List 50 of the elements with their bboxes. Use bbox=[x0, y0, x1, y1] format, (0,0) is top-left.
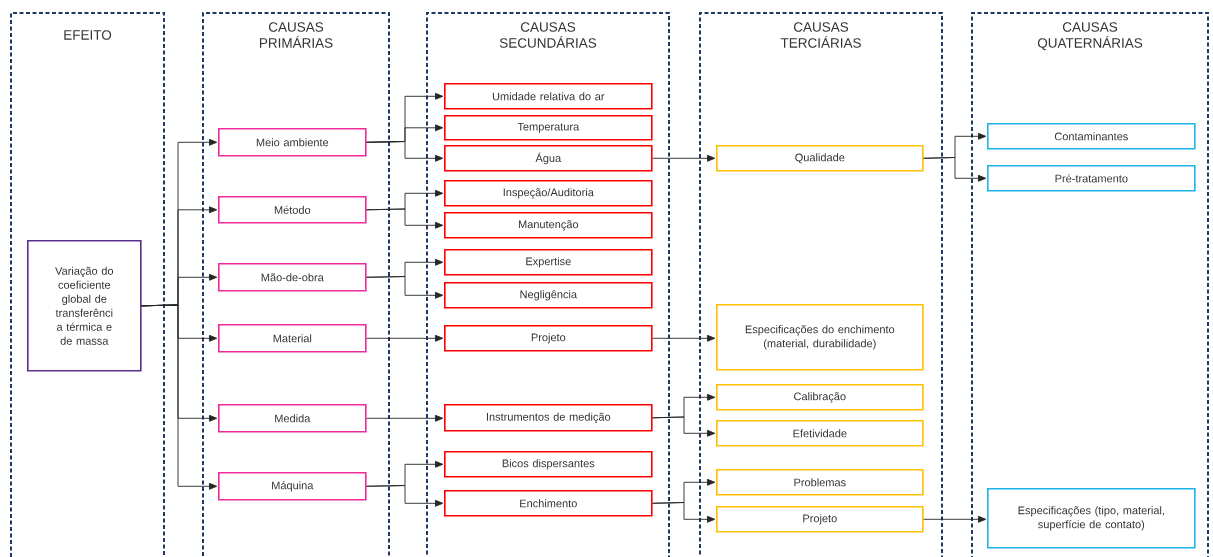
connector-arrow bbox=[366, 276, 444, 299]
cause-box: Água bbox=[444, 145, 653, 172]
cause-box: Material bbox=[218, 324, 367, 353]
column-band bbox=[971, 12, 1209, 557]
cause-box: Temperatura bbox=[444, 115, 653, 141]
cause-box: Efetividade bbox=[716, 420, 924, 447]
cause-box: Máquina bbox=[218, 472, 367, 501]
connector-arrow bbox=[366, 485, 444, 507]
connector-arrow bbox=[923, 515, 987, 523]
cause-box: Bicos dispersantes bbox=[444, 451, 653, 478]
connector-arrow bbox=[141, 304, 218, 490]
cause-box: Especificações (tipo, material, superfície de contato) bbox=[987, 488, 1196, 549]
column-heading: EFEITO bbox=[64, 30, 112, 40]
connector-arrow bbox=[652, 154, 716, 162]
cause-box: Especificações do enchimento (material, durabilidade) bbox=[716, 304, 924, 371]
column-band bbox=[202, 12, 390, 557]
cause-box: Calibração bbox=[716, 384, 924, 411]
cause-box: Qualidade bbox=[716, 145, 924, 172]
connector-arrow bbox=[366, 208, 444, 229]
cause-box: Variação do coeficiente global de transferênci a térmica e de massa bbox=[27, 240, 142, 372]
column-heading: CAUSAS QUATERNÁRIAS bbox=[1037, 22, 1143, 51]
cause-box: Projeto bbox=[444, 325, 653, 352]
cause-box: Pré-tratamento bbox=[987, 165, 1196, 192]
cause-box: Manutenção bbox=[444, 212, 653, 239]
connector-arrow bbox=[366, 141, 444, 162]
cause-box: Medida bbox=[218, 404, 367, 433]
cause-box: Método bbox=[218, 196, 367, 224]
connector-arrow bbox=[652, 502, 716, 523]
column-band bbox=[699, 12, 943, 557]
cause-box: Enchimento bbox=[444, 490, 653, 517]
connector-arrow bbox=[366, 334, 444, 342]
connector-arrow bbox=[652, 416, 716, 437]
column-heading: CAUSAS PRIMÁRIAS bbox=[260, 22, 333, 48]
column-band bbox=[426, 12, 670, 557]
connector-arrow bbox=[652, 334, 716, 342]
cause-box: Inspeção/Auditoria bbox=[444, 180, 653, 207]
connector-arrow bbox=[923, 157, 987, 182]
column-heading: CAUSAS TERCIÁRIAS bbox=[780, 22, 861, 48]
cause-box: Instrumentos de medição bbox=[444, 404, 653, 432]
cause-box: Negligência bbox=[444, 282, 653, 309]
cause-box: Problemas bbox=[716, 469, 924, 496]
cause-box: Meio ambiente bbox=[218, 128, 367, 157]
cause-box: Projeto bbox=[716, 506, 924, 533]
cause-box: Contaminantes bbox=[987, 123, 1196, 150]
cause-box: Expertise bbox=[444, 249, 653, 276]
column-band bbox=[10, 12, 165, 557]
connector-arrow bbox=[366, 414, 444, 422]
cause-box: Umidade relativa do ar bbox=[444, 83, 653, 110]
column-heading: CAUSAS SECUNDÁRIAS bbox=[499, 22, 597, 48]
cause-box: Mão-de-obra bbox=[218, 263, 367, 292]
